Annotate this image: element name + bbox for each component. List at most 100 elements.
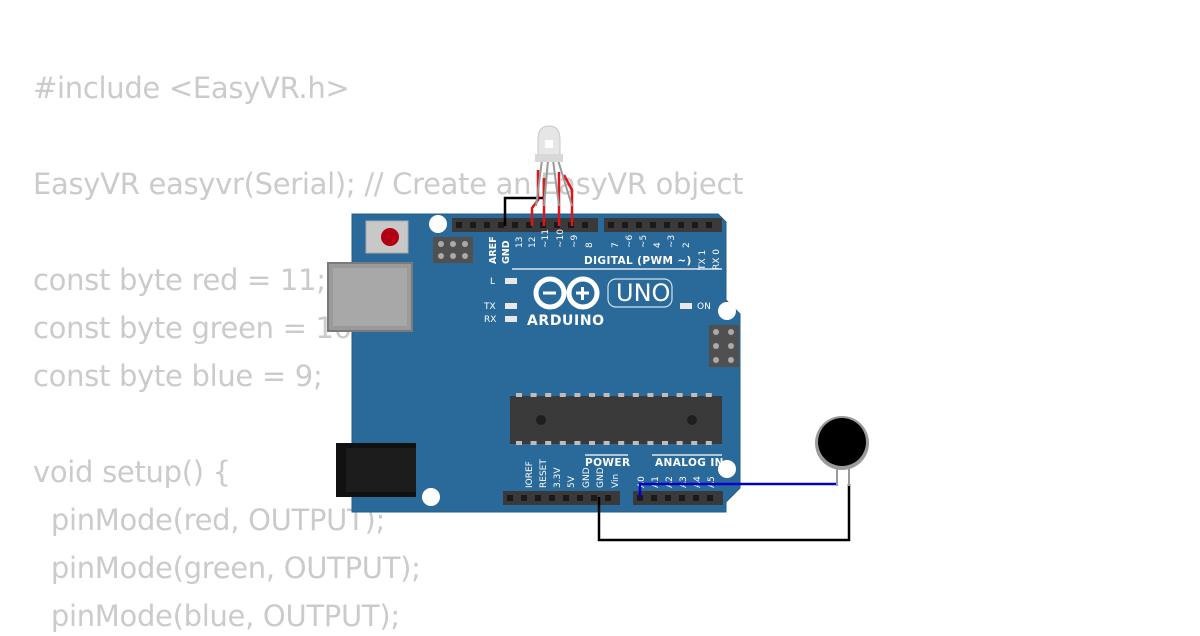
chip-pin	[691, 393, 698, 397]
header-pin-hole	[637, 495, 643, 501]
digital-header-label: DIGITAL (PWM ~)	[584, 255, 692, 267]
header-pin-hole	[526, 222, 532, 228]
power-header-label: POWER	[585, 457, 630, 469]
arduino-logo-icon	[533, 276, 600, 310]
svg-text:7: 7	[611, 242, 621, 248]
brand-label: ARDUINO	[527, 313, 605, 329]
svg-text:A0: A0	[637, 476, 647, 488]
chip-pin	[618, 393, 625, 397]
svg-text:GND: GND	[582, 467, 592, 488]
header-pin-hole	[678, 222, 684, 228]
chip-pin	[618, 441, 625, 445]
chip-pin	[647, 393, 654, 397]
chip-pin	[589, 393, 595, 397]
code-line: pinMode(blue, OUTPUT);	[33, 599, 400, 633]
chip-pin	[516, 441, 522, 445]
wire-mic-signal[interactable]	[638, 482, 837, 497]
header-pin-hole	[470, 222, 476, 228]
header-pin-hole	[636, 222, 642, 228]
mounting-hole	[718, 302, 736, 320]
chip-pin	[676, 393, 683, 397]
header-pin-hole	[608, 222, 614, 228]
header-pin-hole	[664, 222, 670, 228]
chip-pin	[647, 441, 654, 445]
header-pin-hole	[563, 495, 569, 501]
chip-pin	[574, 441, 581, 445]
svg-text:12: 12	[528, 237, 538, 248]
wire-mic-gnd[interactable]	[597, 484, 851, 542]
header-pin-hole	[577, 495, 583, 501]
led-on-label: ON	[697, 302, 711, 312]
header-pin-hole	[582, 222, 588, 228]
header-pin-hole	[679, 495, 685, 501]
wire-pin9[interactable]	[562, 174, 574, 226]
svg-text:2: 2	[682, 242, 692, 248]
header-pin-hole	[707, 495, 713, 501]
code-line: const byte blue = 9;	[33, 359, 323, 393]
led-l	[505, 278, 517, 284]
svg-text:13: 13	[515, 237, 525, 248]
chip-pin	[516, 393, 522, 397]
svg-text:5V: 5V	[567, 475, 577, 488]
mounting-hole	[429, 215, 447, 233]
svg-text:RESET: RESET	[539, 459, 549, 488]
svg-text:A1: A1	[651, 476, 661, 488]
icsp-header	[433, 237, 473, 263]
chip-pin	[559, 441, 566, 445]
svg-text:8: 8	[585, 242, 595, 248]
svg-text:A2: A2	[665, 476, 675, 488]
chip-pin	[545, 441, 552, 445]
chip-pin	[662, 393, 668, 397]
code-line: void setup() {	[33, 455, 231, 489]
header-pin-hole	[622, 222, 628, 228]
mounting-hole	[422, 488, 440, 506]
code-line: const byte green = 10;	[33, 311, 362, 345]
chip-pin	[705, 393, 712, 397]
svg-text:TX 1: TX 1	[698, 250, 708, 271]
led-tx-label: TX	[483, 302, 496, 312]
header-pin-hole	[651, 495, 657, 501]
chip-pin	[676, 441, 683, 445]
header-pin-hole	[706, 222, 712, 228]
led-tx	[505, 303, 517, 309]
header-pin-hole	[591, 495, 597, 501]
header-pin-hole	[456, 222, 462, 228]
power-jack	[336, 443, 416, 497]
svg-text:IOREF: IOREF	[525, 461, 535, 488]
header-pin-hole	[650, 222, 656, 228]
chip-pin	[705, 441, 712, 445]
microcontroller-chip	[510, 393, 722, 445]
svg-text:Vin: Vin	[611, 474, 621, 488]
arduino-uno-board[interactable]: AREF GND 13 12 ~11 ~10 ~9 8 7 ~6 ~5 4 ~3…	[327, 213, 741, 513]
header-pin-hole	[507, 495, 513, 501]
icsp-header-right	[709, 325, 739, 367]
code-line: pinMode(green, OUTPUT);	[33, 551, 421, 585]
analog-header	[633, 491, 723, 505]
header-pin-hole	[484, 222, 490, 228]
svg-text:4: 4	[653, 242, 663, 248]
led-rx-label: RX	[484, 315, 496, 325]
header-pin-hole	[521, 495, 527, 501]
svg-text:RX 0: RX 0	[712, 249, 722, 270]
header-pin-hole	[549, 495, 555, 501]
rgb-led[interactable]	[535, 125, 573, 207]
analog-pin-labels: A0 A1 A2 A3 A4 A5	[637, 476, 717, 488]
svg-text:A4: A4	[693, 476, 703, 488]
chip-pin	[691, 441, 698, 445]
header-pin-hole	[554, 222, 560, 228]
chip-pin	[530, 393, 537, 397]
microphone[interactable]	[815, 416, 869, 486]
usb-connector	[327, 262, 413, 332]
reset-button[interactable]	[365, 220, 409, 254]
header-pin-hole	[498, 222, 504, 228]
chip-pin	[530, 441, 537, 445]
code-line: EasyVR easyvr(Serial); // Create an Easy…	[33, 167, 744, 201]
chip-pin	[603, 441, 610, 445]
chip-pin	[559, 393, 566, 397]
chip-pin	[632, 441, 639, 445]
svg-text:3.3V: 3.3V	[553, 467, 563, 488]
analog-header-label: ANALOG IN	[655, 457, 724, 469]
svg-text:~11: ~11	[541, 229, 551, 248]
chip-pin	[632, 393, 639, 397]
header-pin-hole	[692, 222, 698, 228]
